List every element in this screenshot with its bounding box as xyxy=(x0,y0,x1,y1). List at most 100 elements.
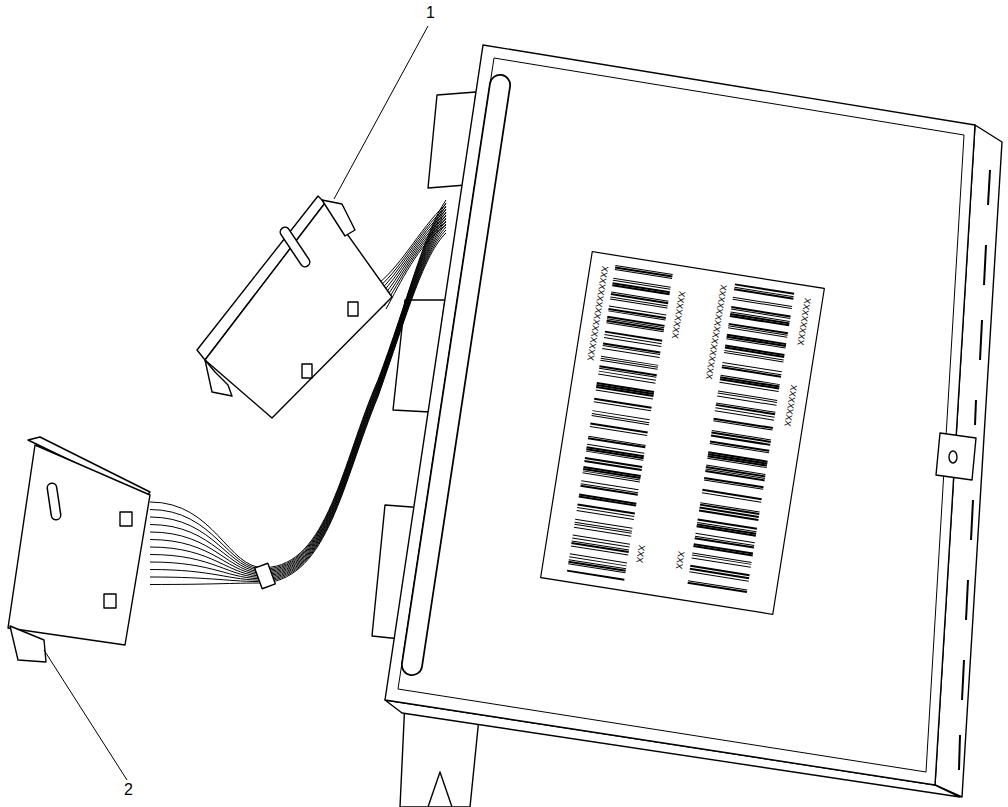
barcode-bar xyxy=(697,526,756,535)
barcode-bar xyxy=(716,403,775,412)
barcode-bar xyxy=(612,285,669,294)
wire xyxy=(150,200,446,568)
barcode-bar xyxy=(734,289,793,298)
barcode-bar xyxy=(707,458,766,467)
barcode-bar xyxy=(689,572,748,581)
barcode-bar xyxy=(606,323,663,332)
barcode-bar xyxy=(588,436,645,445)
barcode-bar xyxy=(586,449,643,458)
wire xyxy=(150,203,446,569)
label-code: XXX xyxy=(634,544,647,563)
harness-tie xyxy=(255,563,276,588)
barcode-bar xyxy=(568,562,625,571)
barcode-bar xyxy=(695,536,754,545)
barcode-bar xyxy=(579,495,636,504)
barcode-bar xyxy=(615,269,672,278)
barcode-bar xyxy=(581,484,638,493)
label-code: XXXXXXXXXXXXXXXX xyxy=(585,265,610,361)
barcode-bar xyxy=(704,478,763,487)
barcode-bar xyxy=(579,497,636,506)
barcode-bar xyxy=(730,316,789,325)
barcode-bar xyxy=(577,510,634,519)
barcode-bar xyxy=(733,299,792,308)
barcode-bar xyxy=(708,454,767,463)
barcode-bar xyxy=(733,297,792,306)
barcode-bar xyxy=(610,297,667,306)
barcode-bar xyxy=(706,469,765,478)
barcode-bar xyxy=(729,324,788,333)
barcode-bar xyxy=(615,265,672,274)
barcode-bar xyxy=(603,343,660,352)
wire xyxy=(382,219,446,303)
barcode-bar xyxy=(594,402,651,411)
barcode-bar xyxy=(583,473,640,482)
barcode-bar xyxy=(730,314,789,323)
barcode-bar xyxy=(567,571,624,580)
barcode-bar xyxy=(592,414,649,423)
barcode-bar xyxy=(693,546,752,555)
barcode-bar xyxy=(710,443,769,452)
barcode-bar xyxy=(720,377,779,386)
barcode-bar xyxy=(569,560,626,569)
leader-lines xyxy=(44,26,428,780)
barcode-bar xyxy=(583,471,640,480)
barcode-bar xyxy=(581,486,638,495)
barcode-bar xyxy=(713,421,772,430)
barcode-bar xyxy=(725,346,784,355)
barcode-bar xyxy=(702,493,761,502)
barcode-bar xyxy=(697,524,756,533)
barcode-bar xyxy=(599,366,656,375)
barcode-bar xyxy=(583,469,640,478)
barcode-bar xyxy=(607,319,664,328)
barcode-bar xyxy=(728,326,787,335)
connector-1 xyxy=(197,196,392,418)
barcode-bar xyxy=(700,503,759,512)
barcode-bar xyxy=(727,335,786,344)
barcode-bar xyxy=(715,411,774,420)
barcode-bar xyxy=(572,541,629,550)
wire xyxy=(384,222,446,306)
barcode-bar xyxy=(611,292,668,301)
barcode-bar xyxy=(722,365,781,374)
barcode-bar xyxy=(610,299,667,308)
barcode-bar xyxy=(571,546,628,555)
barcode-bar xyxy=(724,353,783,362)
barcode-bar xyxy=(615,267,672,276)
label-code: XXXXXXXX xyxy=(795,297,813,346)
barcode-bar xyxy=(699,511,758,520)
side-bracket xyxy=(936,433,976,480)
barcode-bar xyxy=(694,544,753,553)
barcode-bar xyxy=(601,358,658,367)
barcode-bar xyxy=(613,283,670,292)
barcode-bar xyxy=(592,416,649,425)
barcode-bar xyxy=(712,431,771,440)
barcode-bar xyxy=(722,367,781,376)
barcode-bar xyxy=(602,348,659,357)
label-code: XXXXXXXXXXXXXXXX xyxy=(703,284,728,380)
barcode-bar xyxy=(727,337,786,346)
label-code: XXXXXXX xyxy=(782,384,799,427)
barcode-label xyxy=(541,252,825,615)
barcode-bar xyxy=(598,374,655,383)
barcode-bar xyxy=(724,351,783,360)
barcode-bar xyxy=(692,558,751,567)
barcode-bar xyxy=(734,287,793,296)
barcode-bar xyxy=(692,553,751,562)
barcode-bar xyxy=(601,356,658,365)
wire xyxy=(386,225,446,309)
barcode-bar xyxy=(590,426,647,435)
wire xyxy=(374,207,446,291)
barcode-bar xyxy=(710,441,769,450)
wire-harness xyxy=(150,200,446,585)
wire xyxy=(372,204,446,288)
barcode-bar xyxy=(596,385,653,394)
barcode-bar xyxy=(718,391,777,400)
control-module xyxy=(385,45,1002,797)
callout-number: 2 xyxy=(124,781,133,799)
barcode-bar xyxy=(587,447,644,456)
barcode-bar xyxy=(607,321,664,330)
barcode-bar xyxy=(609,309,666,318)
connector-2 xyxy=(8,437,150,662)
